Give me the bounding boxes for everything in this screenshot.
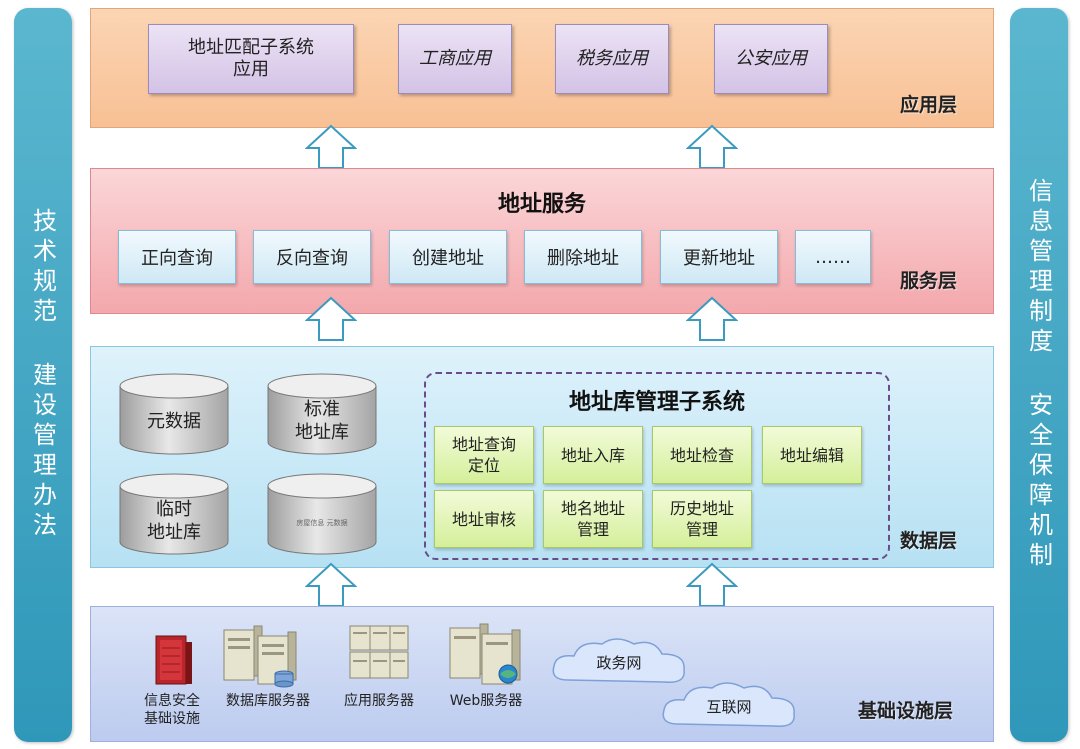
module-address-check-label: 地址检查	[669, 445, 734, 465]
service-box-more-label: ……	[815, 246, 851, 268]
service-layer-title: 地址服务	[497, 192, 586, 217]
app-box-address-matching: 地址匹配子系统 应用	[148, 24, 354, 94]
government-network-label: 政务网	[596, 654, 642, 672]
database-cylinder-icon	[119, 473, 229, 555]
module-address-query-locate: 地址查询 定位	[434, 426, 534, 484]
database-house-metadata-label: 房屋信息 元数据	[296, 519, 348, 527]
app-box-police-label: 公安应用	[735, 48, 807, 69]
infra-label-app-server: 应用服务器	[344, 693, 414, 709]
service-box-delete-address-label: 删除地址	[547, 248, 619, 269]
database-metadata: 元数据	[118, 372, 230, 456]
module-address-review-label: 地址审核	[451, 509, 516, 529]
infra-label-db-server: 数据库服务器	[226, 693, 310, 709]
database-standard-address-label: 标准 地址库	[266, 398, 378, 444]
database-metadata-label: 元数据	[147, 411, 201, 432]
database-cylinder-icon	[119, 373, 229, 455]
service-box-more: ……	[795, 230, 871, 284]
module-history-address-mgmt-line2: 管理	[685, 520, 718, 539]
infra-label-security-line2: 基础设施	[144, 711, 200, 727]
service-box-delete-address: 删除地址	[524, 230, 642, 284]
service-box-update-address: 更新地址	[660, 230, 778, 284]
web-server-icon	[446, 622, 530, 692]
firewall-icon	[150, 634, 194, 692]
database-server-icon	[220, 622, 304, 692]
module-place-name-address-mgmt: 地名地址 管理	[543, 490, 643, 548]
infra-label-security: 信息安全 基础设施	[132, 692, 212, 728]
service-box-update-address-label: 更新地址	[683, 248, 755, 269]
module-address-import-label: 地址入库	[560, 445, 625, 465]
address-db-management-subsystem	[424, 372, 890, 560]
module-address-edit-label: 地址编辑	[779, 445, 844, 465]
module-address-review: 地址审核	[434, 490, 534, 548]
left-pillar: 技术规范 建设管理办法	[14, 8, 72, 742]
arrow-up-infra-to-data-right	[686, 562, 738, 608]
infra-label-security-line1: 信息安全	[144, 693, 200, 709]
app-box-business-label: 工商应用	[419, 48, 491, 69]
internet-cloud-icon: 互联网	[656, 676, 806, 738]
module-address-query-locate-line1: 地址查询	[451, 435, 516, 454]
app-box-police: 公安应用	[714, 24, 828, 94]
subsystem-title: 地址库管理子系统	[568, 390, 745, 415]
module-history-address-mgmt: 历史地址 管理	[652, 490, 752, 548]
arrow-up-service-to-app-right	[686, 124, 738, 170]
database-cylinder-icon	[267, 473, 377, 555]
arrow-up-service-to-app-left	[305, 124, 357, 170]
infrastructure-layer-label: 基础设施层	[858, 700, 954, 722]
application-server-icon	[346, 622, 412, 686]
module-place-name-address-mgmt-line2: 管理	[576, 520, 609, 539]
service-box-reverse-query-label: 反向查询	[276, 248, 348, 269]
database-temporary-address-line1: 临时	[156, 499, 192, 520]
application-layer-label: 应用层	[900, 94, 958, 116]
service-box-forward-query: 正向查询	[118, 230, 236, 284]
app-box-business: 工商应用	[398, 24, 512, 94]
infra-label-web-server: Web服务器	[449, 693, 523, 709]
database-standard-address: 标准 地址库	[266, 372, 378, 456]
service-layer-label: 服务层	[900, 270, 958, 292]
service-box-reverse-query: 反向查询	[253, 230, 371, 284]
service-box-forward-query-label: 正向查询	[141, 248, 213, 269]
app-box-address-matching-line1: 地址匹配子系统	[188, 37, 314, 58]
right-pillar: 信息管理制度 安全保障机制	[1010, 8, 1068, 742]
database-temporary-address: 临时 地址库	[118, 472, 230, 556]
arrow-up-infra-to-data-left	[305, 562, 357, 608]
module-place-name-address-mgmt-line1: 地名地址	[560, 499, 625, 518]
service-box-create-address-label: 创建地址	[412, 248, 484, 269]
internet-label: 互联网	[706, 698, 752, 716]
database-temporary-address-line2: 地址库	[147, 522, 201, 543]
app-box-tax-label: 税务应用	[576, 48, 648, 69]
database-standard-address-line1: 标准	[304, 399, 340, 420]
app-box-address-matching-line2: 应用	[233, 59, 269, 80]
government-network-cloud-icon: 政务网	[546, 632, 696, 694]
arrow-up-data-to-service-right	[686, 296, 738, 342]
left-pillar-text: 技术规范 建设管理办法	[28, 208, 57, 542]
right-pillar-text: 信息管理制度 安全保障机制	[1024, 178, 1053, 572]
service-box-create-address: 创建地址	[389, 230, 507, 284]
module-address-check: 地址检查	[652, 426, 752, 484]
database-temporary-address-label: 临时 地址库	[118, 498, 230, 544]
arrow-up-data-to-service-left	[305, 296, 357, 342]
module-history-address-mgmt-line1: 历史地址	[669, 499, 734, 518]
app-box-tax: 税务应用	[555, 24, 669, 94]
module-address-query-locate-line2: 定位	[467, 456, 500, 475]
module-address-edit: 地址编辑	[762, 426, 862, 484]
database-cylinder-icon	[267, 373, 377, 455]
database-standard-address-line2: 地址库	[295, 422, 349, 443]
database-house-metadata: 房屋信息 元数据	[266, 472, 378, 556]
module-address-import: 地址入库	[543, 426, 643, 484]
data-layer-label: 数据层	[900, 530, 958, 552]
